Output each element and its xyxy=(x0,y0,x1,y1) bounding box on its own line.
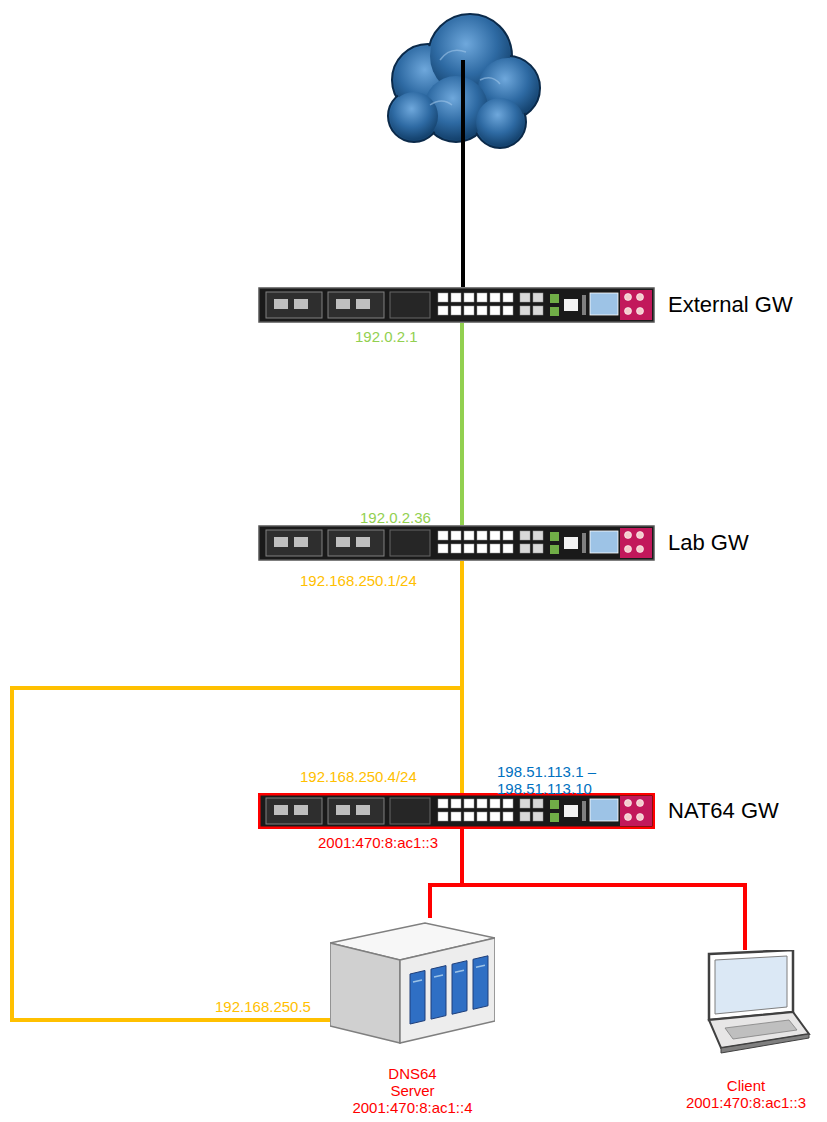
address-label: 192.168.250.4/24 xyxy=(300,768,417,785)
rack-appliance-icon xyxy=(258,793,655,829)
device-name: NAT64 GW xyxy=(668,793,779,829)
host-name: DNS64 Server xyxy=(383,1065,443,1099)
network-link xyxy=(462,829,745,950)
rack-appliance-icon xyxy=(258,525,655,561)
uplink-wire xyxy=(461,60,465,287)
network-link xyxy=(460,323,464,525)
address-label: 198.51.113.1 – 198.51.113.10 xyxy=(497,763,622,797)
client-node: Client2001:470:8:ac1::3 xyxy=(676,950,816,1111)
gateway-device: External GW xyxy=(258,287,799,323)
address-label: 2001:470:8:ac1::3 xyxy=(318,834,438,851)
device-name: External GW xyxy=(668,287,793,323)
device-name: Lab GW xyxy=(668,525,749,561)
address-label: 192.0.2.36 xyxy=(360,509,431,526)
ipv6-address: 2001:470:8:ac1::4 xyxy=(330,1099,495,1116)
gateway-device: Lab GW xyxy=(258,525,755,561)
gateway-device: NAT64 GW xyxy=(258,793,785,829)
server-icon xyxy=(330,918,495,1048)
host-name: Client xyxy=(716,1077,776,1094)
rack-appliance-icon xyxy=(258,287,655,323)
address-label: 192.168.250.5 xyxy=(215,998,311,1015)
ipv6-address: 2001:470:8:ac1::3 xyxy=(676,1094,816,1111)
server-node: DNS64 Server2001:470:8:ac1::4 xyxy=(330,918,495,1116)
address-label: 192.168.250.1/24 xyxy=(300,572,417,589)
address-label: 192.0.2.1 xyxy=(355,328,418,345)
laptop-icon xyxy=(681,950,811,1055)
